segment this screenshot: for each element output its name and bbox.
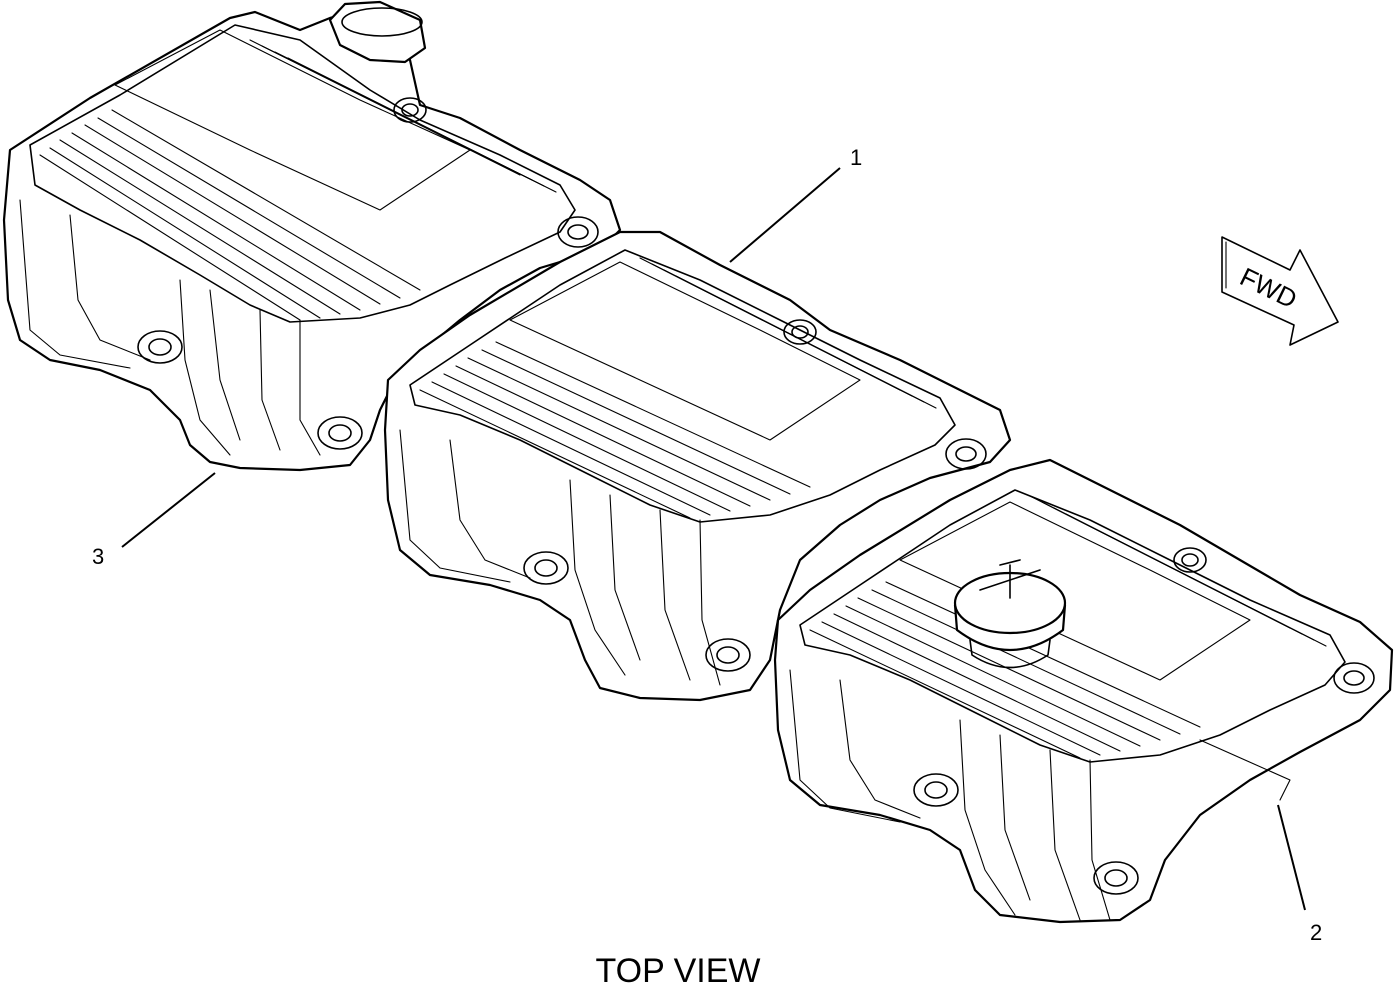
bolt-boss xyxy=(523,551,569,585)
bolt-boss xyxy=(945,438,987,470)
bolt-boss xyxy=(705,638,751,672)
bolt-boss xyxy=(913,773,959,807)
valve-cover-segment-front xyxy=(773,458,1394,924)
callout-number: 3 xyxy=(92,544,104,569)
bolt-boss xyxy=(1173,547,1207,573)
callout-number: 1 xyxy=(850,145,862,170)
bolt-boss xyxy=(393,97,427,123)
bolt-boss xyxy=(1093,861,1139,895)
callout-number: 2 xyxy=(1310,920,1322,945)
leader-line xyxy=(121,472,216,548)
fwd-arrow-icon: FWD xyxy=(1221,236,1339,346)
leader-line xyxy=(1277,804,1306,911)
valve-cover-segment-rear xyxy=(2,0,622,472)
valve-cover-segment-middle xyxy=(383,230,1012,702)
bolt-boss xyxy=(557,216,599,248)
bolt-boss xyxy=(783,319,817,345)
callout-3: 3 xyxy=(92,472,216,569)
callout-2: 2 xyxy=(1277,804,1322,945)
callout-1: 1 xyxy=(729,145,862,263)
bolt-boss xyxy=(137,330,183,364)
bolt-boss xyxy=(317,416,363,450)
breather-cap xyxy=(953,559,1067,669)
leader-line xyxy=(729,167,841,263)
view-label: TOP VIEW xyxy=(595,952,760,990)
bolt-boss xyxy=(1333,662,1375,694)
